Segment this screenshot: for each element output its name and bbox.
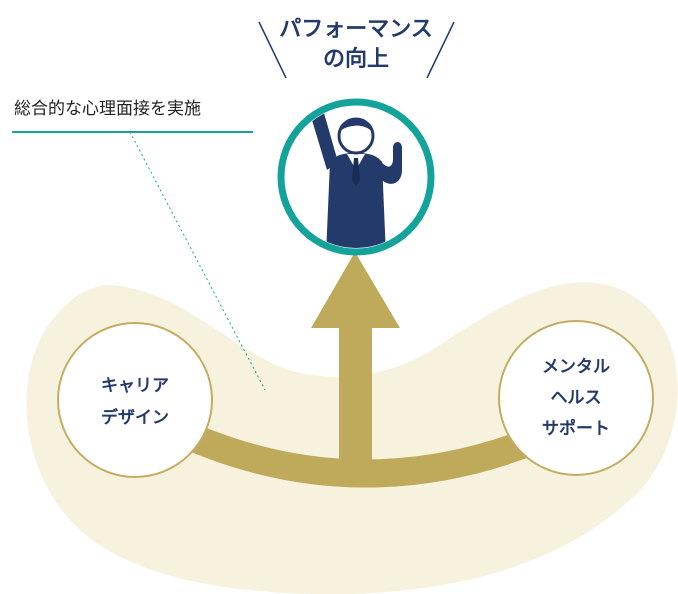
right-circle [498, 320, 654, 476]
right-circle-label-3: サポート [542, 418, 610, 439]
title-slash-left [258, 21, 287, 79]
right-circle-label-2: ヘルス [551, 388, 602, 408]
left-circle-label-1: キャリア [101, 376, 169, 396]
callout-text: 総合的な心理面接を実施 [14, 99, 201, 119]
callout-leader-line [129, 131, 266, 391]
left-circle-label-2: デザイン [101, 407, 169, 428]
person-raising-hand-icon [306, 106, 402, 248]
up-arrow-icon [311, 252, 400, 486]
right-circle-label-1: メンタル [542, 357, 610, 377]
left-circle [57, 322, 213, 478]
title-line-2: の向上 [323, 46, 389, 72]
title-slash-right [426, 21, 455, 79]
title-line-1: パフォーマンス [279, 17, 433, 42]
